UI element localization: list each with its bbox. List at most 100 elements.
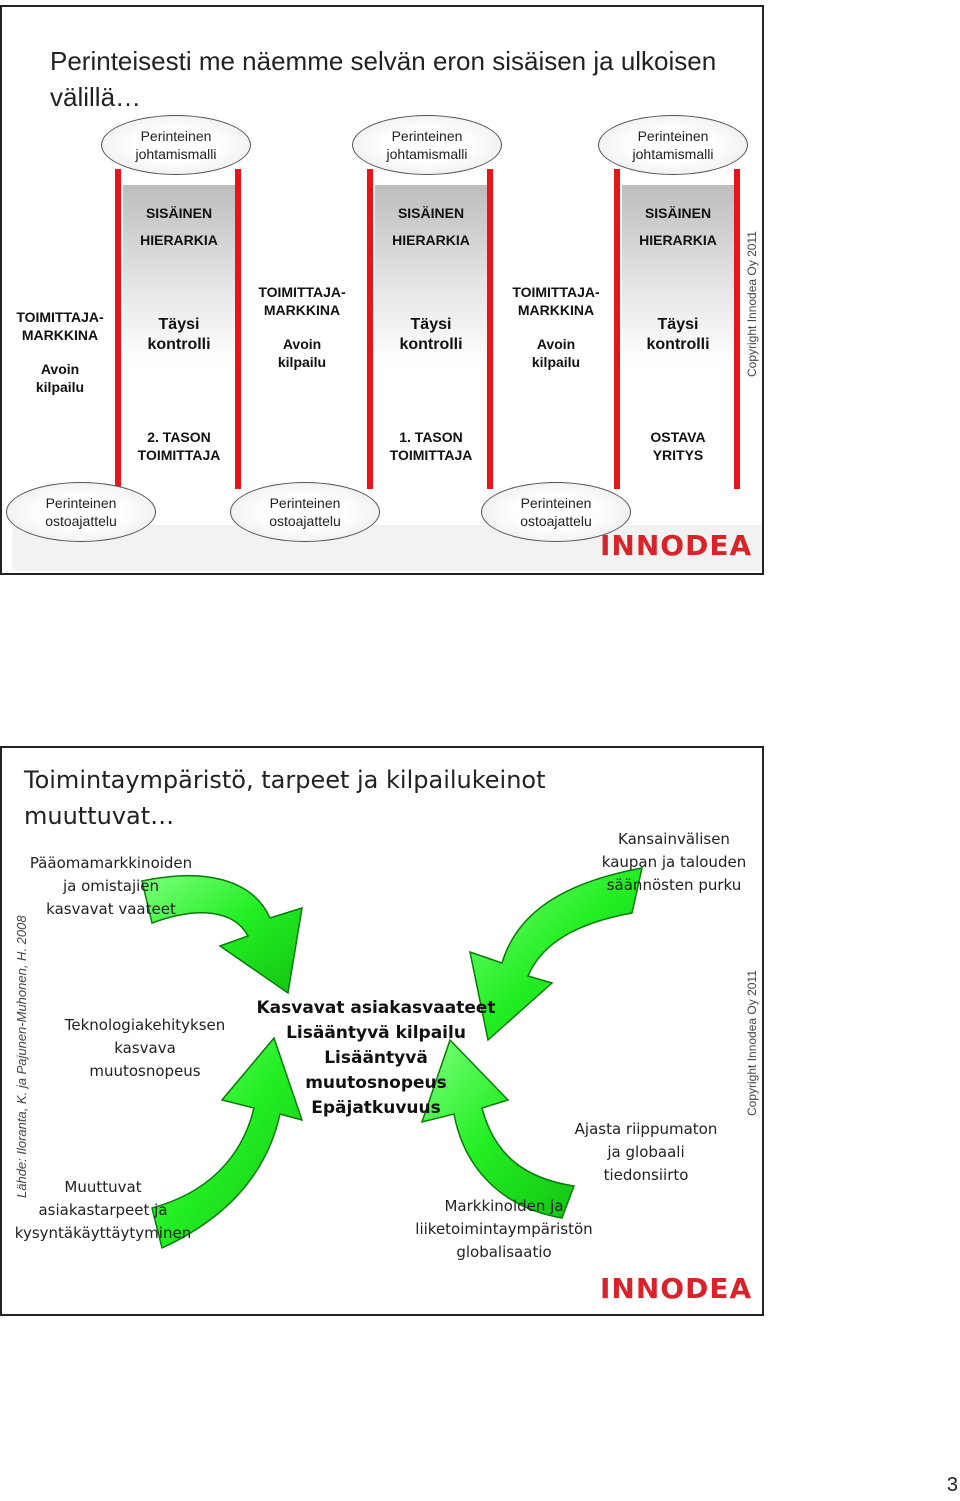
slide1-title-line1: Perinteisesti me näemme selvän eron sisä…: [50, 46, 717, 76]
factor-trade-deregulation: Kansainvälisen kaupan ja talouden säännö…: [594, 828, 754, 897]
ellipse-label: ostoajattelu: [269, 513, 341, 529]
column-1-hierarchy-label: SISÄINEN HIERARKIA: [121, 204, 237, 249]
label-line: Täysi: [657, 316, 699, 333]
ellipse-label: Perinteinen: [391, 128, 463, 144]
center-line: Lisääntyvä kilpailu: [286, 1023, 466, 1043]
ellipse-label: ostoajattelu: [520, 513, 592, 529]
factor-line: muutosnopeus: [89, 1062, 201, 1080]
label-line: TOIMITTAJA-: [512, 284, 600, 300]
label-line: HIERARKIA: [639, 232, 717, 248]
column-2-tier-label: 1. TASON TOIMITTAJA: [373, 428, 489, 464]
column-1-tier-label: 2. TASON TOIMITTAJA: [121, 428, 237, 464]
factor-line: liiketoimintaympäristön: [415, 1220, 593, 1238]
ellipse-label: Perinteinen: [520, 495, 592, 511]
ellipse-label: Perinteinen: [637, 128, 709, 144]
page-number: 3: [946, 1474, 958, 1496]
label-line: YRITYS: [652, 447, 704, 463]
slide1-title: Perinteisesti me näemme selvän eron sisä…: [50, 43, 716, 115]
red-divider-bar: [115, 169, 121, 489]
ellipse-label: johtamismalli: [632, 146, 714, 162]
label-line: MARKKINA: [517, 302, 595, 318]
innodea-logo: INNODEA: [600, 529, 753, 562]
factor-technology: Teknologiakehityksen kasvava muutosnopeu…: [58, 1014, 232, 1083]
center-consequences: Kasvavat asiakasvaateet Lisääntyvä kilpa…: [254, 996, 498, 1121]
footer-band: [12, 525, 762, 571]
label-line: Avoin: [536, 336, 576, 352]
label-line: kilpailu: [35, 379, 85, 395]
ellipse-label: Perinteinen: [140, 128, 212, 144]
factor-line: globalisaatio: [456, 1243, 552, 1261]
ellipse-traditional-purchasing-3: Perinteinen ostoajattelu: [481, 482, 631, 542]
ellipse-traditional-management-2: Perinteinen johtamismalli: [352, 115, 502, 175]
ellipse-label: Perinteinen: [45, 495, 117, 511]
source-vertical: Lähde: Iloranta, K. ja Pajunen-Muhonen, …: [14, 915, 29, 1198]
ellipse-traditional-management-1: Perinteinen johtamismalli: [101, 115, 251, 175]
factor-line: asiakastarpeet ja: [38, 1201, 168, 1219]
label-line: OSTAVA: [650, 429, 706, 445]
label-line: Avoin: [40, 361, 80, 377]
label-line: Täysi: [158, 316, 200, 333]
label-line: kilpailu: [531, 354, 581, 370]
column-1-control-label: Täysi kontrolli: [121, 315, 237, 355]
label-line: kilpailu: [277, 354, 327, 370]
label-line: kontrolli: [646, 336, 710, 353]
label-line: kontrolli: [399, 336, 463, 353]
factor-line: kasvavat vaateet: [46, 900, 176, 918]
label-line: TOIMITTAJA-: [16, 309, 104, 325]
label-line: 1. TASON: [399, 429, 463, 445]
label-line: TOIMITTAJA: [389, 447, 473, 463]
center-line: Lisääntyvä muutosnopeus: [305, 1048, 447, 1093]
factor-line: tiedonsiirto: [603, 1166, 689, 1184]
hierarchy-column-1: [123, 185, 235, 485]
ellipse-traditional-management-3: Perinteinen johtamismalli: [598, 115, 748, 175]
factor-line: kaupan ja talouden: [601, 853, 747, 871]
slide2-title-line2: muuttuvat…: [24, 802, 175, 830]
label-line: TOIMITTAJA: [137, 447, 221, 463]
innodea-logo: INNODEA: [600, 1272, 753, 1305]
factor-customer-needs: Muuttuvat asiakastarpeet ja kysyntäkäytt…: [8, 1176, 198, 1245]
label-line: SISÄINEN: [145, 205, 213, 221]
arrow-bottom-left: [151, 1036, 304, 1250]
column-2-hierarchy-label: SISÄINEN HIERARKIA: [373, 204, 489, 249]
label-line: kontrolli: [147, 336, 211, 353]
converging-arrows: [141, 867, 643, 1250]
arrow-top-right: [469, 867, 643, 1042]
ellipse-label: johtamismalli: [386, 146, 468, 162]
label-line: HIERARKIA: [392, 232, 470, 248]
slide-environment-changes: Toimintaympäristö, tarpeet ja kilpailuke…: [0, 746, 764, 1316]
factor-line: ja globaali: [607, 1143, 685, 1161]
factor-line: Pääomamarkkinoiden: [29, 854, 193, 872]
column-2-control-label: Täysi kontrolli: [373, 315, 489, 355]
red-divider-bar: [614, 169, 620, 489]
label-line: TOIMITTAJA-: [258, 284, 346, 300]
column-3-hierarchy-label: SISÄINEN HIERARKIA: [620, 204, 736, 249]
arrow-bottom-right: [420, 1038, 576, 1219]
label-line: Täysi: [410, 316, 452, 333]
supplier-market-label-3: TOIMITTAJA- MARKKINA Avoin kilpailu: [500, 283, 612, 371]
factor-line: kysyntäkäyttäytyminen: [14, 1224, 192, 1242]
factor-line: Ajasta riippumaton: [574, 1120, 718, 1138]
red-divider-bar: [487, 169, 493, 489]
factor-line: ja omistajien: [62, 877, 160, 895]
factor-line: Teknologiakehityksen: [64, 1016, 226, 1034]
factor-line: Muuttuvat: [64, 1178, 142, 1196]
label-line: MARKKINA: [263, 302, 341, 318]
factor-line: kasvava: [114, 1039, 176, 1057]
copyright-vertical: Copyright Innodea Oy 2011: [745, 231, 759, 377]
slide-traditional-model: Perinteisesti me näemme selvän eron sisä…: [0, 5, 764, 575]
supplier-market-label-2: TOIMITTAJA- MARKKINA Avoin kilpailu: [246, 283, 358, 371]
center-line: Kasvavat asiakasvaateet: [256, 998, 496, 1018]
red-divider-bar: [367, 169, 373, 489]
label-line: HIERARKIA: [140, 232, 218, 248]
column-3-tier-label: OSTAVA YRITYS: [620, 428, 736, 464]
factor-capital-markets: Pääomamarkkinoiden ja omistajien kasvava…: [26, 852, 196, 921]
label-line: 2. TASON: [147, 429, 211, 445]
slide2-title: Toimintaympäristö, tarpeet ja kilpailuke…: [24, 762, 546, 834]
hierarchy-column-3: [622, 185, 734, 485]
factor-global-information: Ajasta riippumaton ja globaali tiedonsii…: [566, 1118, 726, 1187]
slide1-title-line2: välillä…: [50, 82, 142, 112]
label-line: Avoin: [282, 336, 322, 352]
column-3-control-label: Täysi kontrolli: [620, 315, 736, 355]
red-divider-bar: [734, 169, 740, 489]
ellipse-traditional-purchasing-2: Perinteinen ostoajattelu: [230, 482, 380, 542]
